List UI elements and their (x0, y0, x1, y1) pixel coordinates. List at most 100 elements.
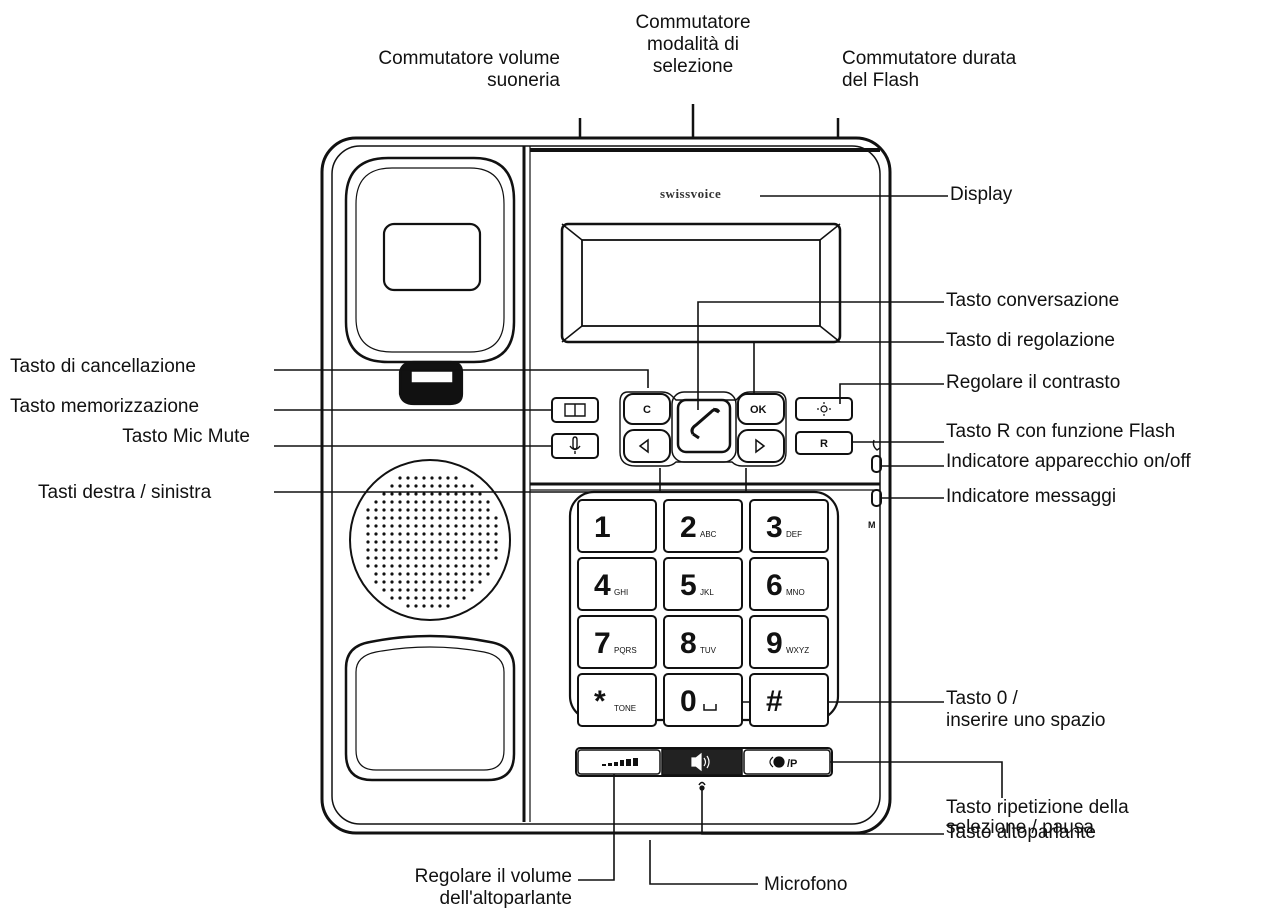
key-number: 2 (680, 511, 697, 544)
grille-dot (390, 524, 394, 528)
key-star[interactable]: *TONE (577, 673, 657, 727)
grille-dot (446, 500, 450, 504)
grille-dot (422, 492, 426, 496)
key-frame (663, 499, 743, 553)
speaker-button[interactable] (661, 748, 743, 776)
grille-dot (398, 492, 402, 496)
key-frame (749, 615, 829, 669)
grille-dot (422, 580, 426, 584)
ok-button[interactable] (737, 393, 785, 425)
grille-dot (398, 564, 402, 568)
grille-dot (414, 516, 418, 520)
grille-dot (374, 548, 378, 552)
grille-dot (422, 516, 426, 520)
grille-dot (470, 532, 474, 536)
key-0[interactable]: 0 (663, 673, 743, 727)
grille-dot (454, 588, 458, 592)
grille-dot (398, 516, 402, 520)
grille-dot (438, 580, 442, 584)
grille-dot (430, 572, 434, 576)
grille-dot (430, 540, 434, 544)
grille-dot (454, 548, 458, 552)
grille-dot (494, 532, 498, 536)
grille-dot (398, 532, 402, 536)
grille-dot (406, 508, 410, 512)
grille-dot (374, 508, 378, 512)
key-letters: MNO (786, 588, 805, 597)
ok-button-label: OK (750, 404, 767, 416)
key-letters: PQRS (614, 646, 637, 655)
grille-dot (366, 548, 370, 552)
grille-dot (374, 532, 378, 536)
label-power-indicator: Indicatore apparecchio on/off (946, 451, 1191, 472)
speaker-volume-button[interactable] (577, 749, 661, 775)
grille-dot (430, 596, 434, 600)
grille-dot (462, 572, 466, 576)
grille-dot (414, 596, 418, 600)
grille-dot (430, 476, 434, 480)
grille-dot (414, 532, 418, 536)
key-hash[interactable]: # (749, 673, 829, 727)
grille-dot (382, 524, 386, 528)
key-number: 9 (766, 627, 783, 660)
grille-dot (478, 508, 482, 512)
grille-dot (486, 572, 490, 576)
grille-dot (446, 604, 450, 608)
key-number: # (766, 685, 783, 718)
grille-dot (486, 540, 490, 544)
grille-dot (446, 524, 450, 528)
c-button[interactable] (623, 393, 671, 425)
label-left-right-keys: Tasti destra / sinistra (38, 482, 212, 503)
key-frame (663, 673, 743, 727)
grille-dot (422, 572, 426, 576)
grille-dot (446, 588, 450, 592)
sun-icon (817, 402, 831, 416)
handset-top (344, 156, 516, 364)
grille-dot (438, 476, 442, 480)
grille-dot (462, 524, 466, 528)
grille-dot (446, 580, 450, 584)
contrast-button[interactable] (795, 397, 853, 421)
grille-dot (494, 540, 498, 544)
grille-dot (438, 532, 442, 536)
grille-dot (390, 580, 394, 584)
grille-dot (446, 508, 450, 512)
key-number: 6 (766, 569, 783, 602)
key-number: 4 (594, 569, 611, 602)
key-1[interactable]: 1 (577, 499, 657, 553)
grille-dot (422, 604, 426, 608)
grille-dot (390, 556, 394, 560)
grille-dot (406, 580, 410, 584)
r-button[interactable] (795, 431, 853, 455)
right-button[interactable] (737, 429, 785, 463)
brand-logo: swissvoice (660, 186, 722, 201)
grille-dot (414, 604, 418, 608)
grille-dot (438, 596, 442, 600)
grille-dot (486, 500, 490, 504)
grille-dot (454, 540, 458, 544)
key-number: * (594, 685, 606, 718)
grille-dot (446, 556, 450, 560)
key-frame (749, 673, 829, 727)
label-speaker-key: Tasto altoparlante (946, 822, 1096, 843)
grille-dot (398, 508, 402, 512)
grille-dot (470, 564, 474, 568)
grille-dot (462, 564, 466, 568)
talk-button[interactable] (676, 398, 732, 454)
label-ringer-volume: Commutatore volume suoneria (378, 48, 560, 91)
grille-dot (366, 524, 370, 528)
left-button[interactable] (623, 429, 671, 463)
grille-dot (374, 500, 378, 504)
grille-dot (414, 572, 418, 576)
phone-body (320, 136, 892, 835)
grille-dot (430, 500, 434, 504)
